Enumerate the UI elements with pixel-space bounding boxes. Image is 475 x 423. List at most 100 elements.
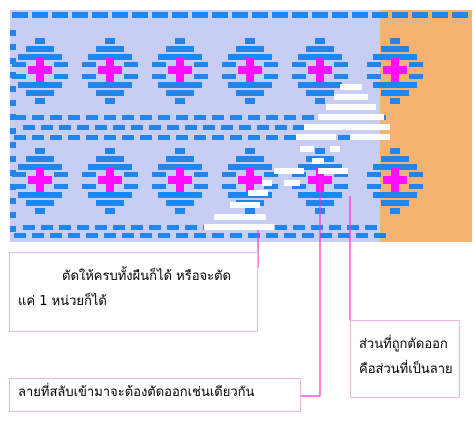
pattern-block — [10, 30, 16, 36]
pattern-block — [315, 98, 325, 104]
pattern-block — [158, 164, 202, 170]
pattern-block — [172, 12, 188, 18]
note-overlap-line1: ลายที่สลับเข้ามาจะต้องตัดออกเช่นเดียวกัน — [18, 385, 255, 400]
pattern-block — [194, 135, 206, 140]
cut-out-block — [262, 180, 272, 186]
pattern-block — [104, 115, 116, 120]
pattern-block — [10, 58, 16, 64]
pattern-block — [230, 233, 242, 238]
pattern-block — [88, 192, 132, 198]
pattern-block — [41, 125, 53, 130]
pattern-block — [82, 172, 96, 177]
pattern-block — [26, 46, 54, 52]
pattern-block — [356, 233, 368, 238]
pattern-block — [248, 115, 260, 120]
pattern-block — [367, 74, 381, 79]
pattern-block — [10, 170, 16, 176]
pattern-block — [373, 164, 417, 170]
pattern-block — [306, 46, 334, 52]
pattern-block — [50, 115, 62, 120]
pattern-block — [264, 74, 278, 79]
pattern-block — [192, 12, 208, 18]
pattern-block — [292, 184, 306, 189]
pattern-block — [152, 172, 166, 177]
pattern-block — [10, 156, 16, 162]
cut-out-block — [350, 134, 390, 140]
pattern-block — [32, 12, 48, 18]
pattern-block — [23, 125, 35, 130]
motif-center — [168, 66, 192, 74]
pattern-block — [158, 82, 202, 88]
pattern-block — [306, 90, 334, 96]
pattern-block — [59, 125, 71, 130]
pattern-block — [347, 225, 359, 230]
pattern-block — [284, 115, 296, 120]
note-cut-whole-line2: แค่ 1 หน่วยก็ได้ — [18, 293, 107, 309]
pattern-block — [284, 135, 296, 140]
cut-out-block — [330, 146, 340, 152]
pattern-block — [293, 125, 305, 130]
pattern-block — [68, 115, 80, 120]
pattern-block — [381, 46, 409, 52]
pattern-block — [334, 184, 348, 189]
pattern-block — [132, 12, 148, 18]
pattern-block — [194, 62, 208, 67]
pattern-block — [167, 125, 179, 130]
pattern-block — [140, 233, 152, 238]
pattern-block — [245, 38, 255, 44]
pattern-block — [12, 62, 26, 67]
pattern-block — [10, 198, 16, 204]
pattern-block — [236, 46, 264, 52]
pattern-block — [352, 12, 368, 18]
note-cut-part-line2: คือส่วนที่เป็นลาย — [359, 361, 453, 377]
pattern-block — [12, 12, 28, 18]
pattern-block — [158, 54, 202, 60]
pattern-block — [381, 90, 409, 96]
cut-out-block — [248, 190, 268, 196]
pattern-block — [228, 54, 272, 60]
pattern-block — [390, 208, 400, 214]
pattern-block — [334, 74, 348, 79]
cut-region — [380, 10, 472, 242]
pattern-block — [96, 46, 124, 52]
note-cut-part: ส่วนที่ถูกตัดออก คือส่วนที่เป็นลาย — [350, 320, 460, 398]
pattern-block — [10, 142, 16, 148]
pattern-block — [68, 233, 80, 238]
pattern-block — [124, 74, 138, 79]
pattern-block — [10, 72, 16, 78]
pattern-block — [390, 38, 400, 44]
pattern-block — [124, 172, 138, 177]
pattern-block — [32, 115, 44, 120]
pattern-block — [320, 233, 332, 238]
motif-center — [383, 176, 407, 184]
pattern-block — [96, 90, 124, 96]
pattern-block — [26, 156, 54, 162]
pattern-block — [104, 135, 116, 140]
pattern-block — [212, 233, 224, 238]
pattern-block — [292, 74, 306, 79]
pattern-block — [152, 74, 166, 79]
pattern-block — [374, 233, 386, 238]
pattern-block — [236, 90, 264, 96]
pattern-block — [194, 115, 206, 120]
pattern-block — [18, 82, 62, 88]
pattern-block — [390, 148, 400, 154]
pattern-block — [88, 164, 132, 170]
pattern-block — [92, 12, 108, 18]
pattern-block — [166, 156, 194, 162]
pattern-block — [230, 135, 242, 140]
pattern-block — [140, 135, 152, 140]
pattern-block — [175, 148, 185, 154]
pattern-block — [10, 184, 16, 190]
pattern-block — [194, 74, 208, 79]
pattern-block — [275, 225, 287, 230]
pattern-block — [373, 192, 417, 198]
pattern-block — [10, 114, 16, 120]
pattern-block — [166, 46, 194, 52]
pattern-block — [432, 12, 448, 18]
pattern-block — [228, 164, 272, 170]
pattern-block — [122, 115, 134, 120]
pattern-block — [105, 148, 115, 154]
pattern-block — [124, 184, 138, 189]
